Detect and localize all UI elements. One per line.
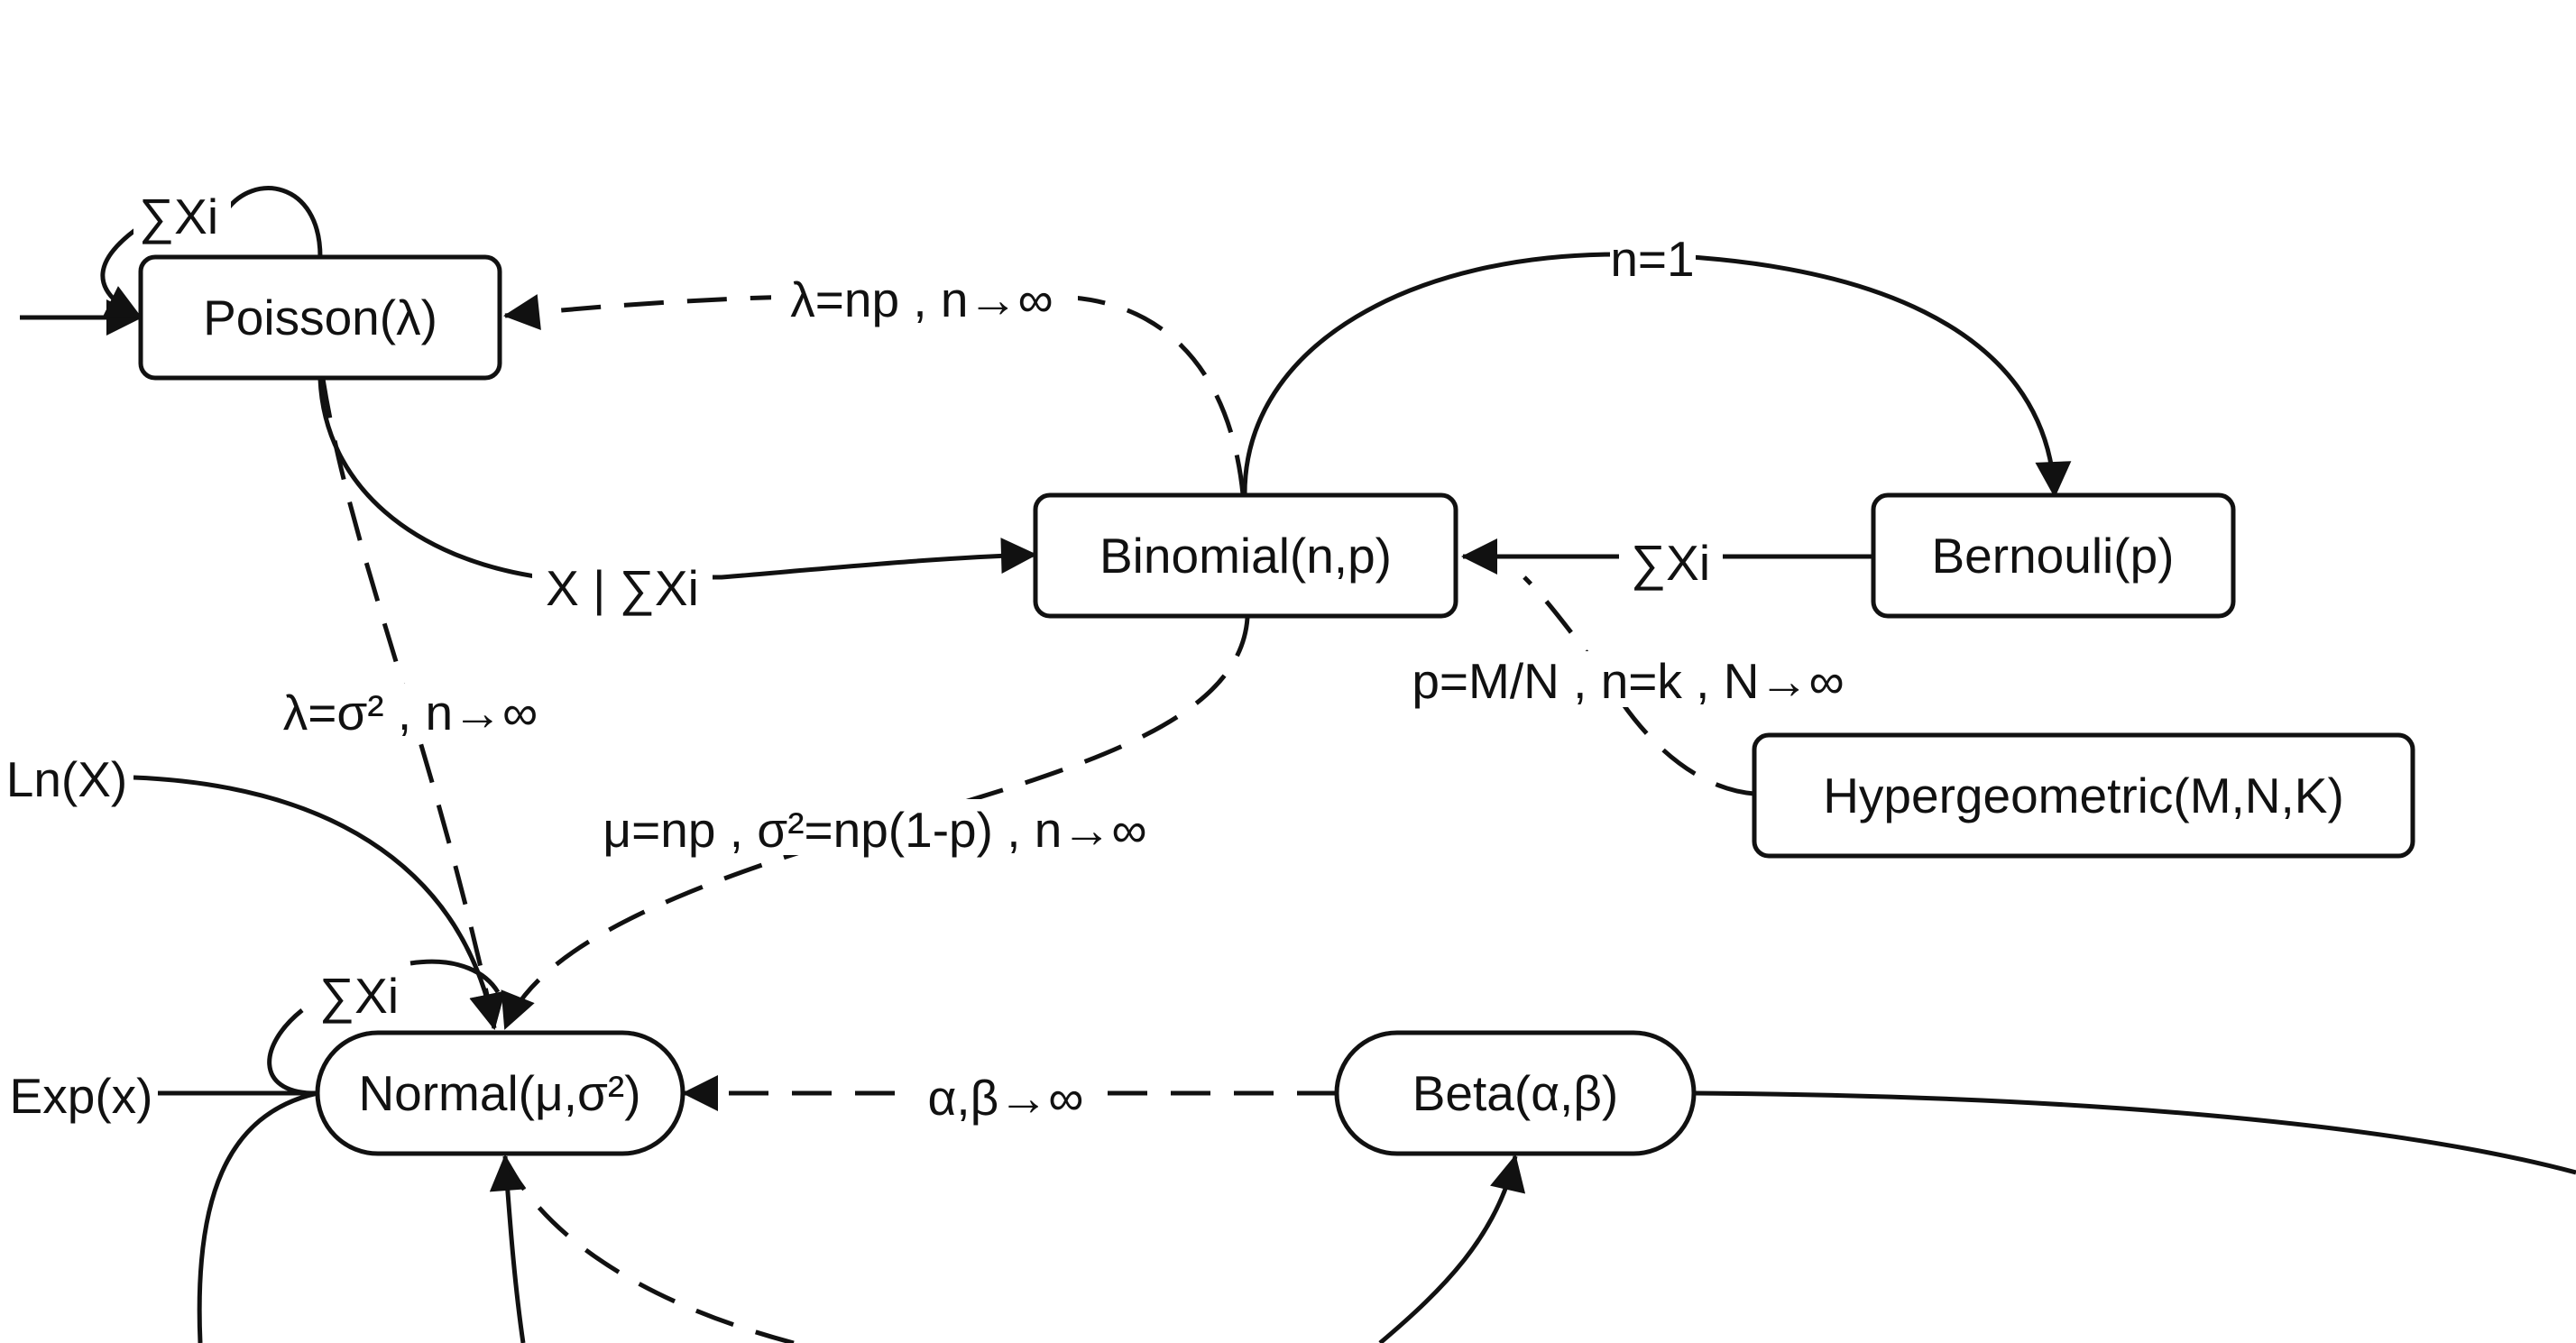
label-binomial-to-normal: μ=np , σ²=np(1-p) , n→∞: [603, 802, 1146, 858]
label-poisson-to-normal: λ=σ² , n→∞: [283, 685, 538, 740]
edge-bottom-dashed-to-normal: [502, 1157, 795, 1343]
label-normal-self-sum: ∑Xi: [319, 968, 399, 1024]
node-poisson-label: Poisson(λ): [203, 290, 437, 345]
node-poisson[interactable]: Poisson(λ): [138, 254, 502, 381]
node-hypergeometric[interactable]: Hypergeometric(M,N,K): [1752, 732, 2415, 859]
edge-beta-right-curve: [1693, 1090, 2576, 1175]
edge-poisson-self-loop: [103, 186, 323, 317]
label-beta-to-normal: α,β→∞: [928, 1070, 1084, 1126]
label-hypergeometric-to-binomial: p=M/N , n=k , N→∞: [1412, 653, 1844, 709]
node-beta-label: Beta(α,β): [1412, 1065, 1619, 1121]
label-binomial-to-bernoulli: n=1: [1610, 231, 1694, 287]
node-binomial[interactable]: Binomial(n,p): [1033, 492, 1458, 619]
edge-normal-down-left: [197, 1090, 318, 1343]
edge-bottom-to-beta: [1378, 1154, 1526, 1343]
edge-poisson-to-normal: [320, 378, 505, 1030]
edge-bottom-to-normal: [489, 1154, 526, 1343]
label-exp-to-normal: Exp(x): [10, 1068, 153, 1124]
label-lognormal-to-normal: Ln(X): [6, 751, 128, 807]
label-poisson-self-sum: ∑Xi: [139, 189, 218, 244]
label-poisson-from-binomial-limit: λ=np , n→∞: [790, 271, 1053, 327]
node-normal-label: Normal(μ,σ²): [358, 1065, 640, 1121]
edge-poisson-to-binomial: [317, 378, 1037, 580]
edge-lognormal-to-normal: [133, 775, 506, 1030]
node-hypergeometric-label: Hypergeometric(M,N,K): [1823, 768, 2344, 823]
edge-binomial-to-bernoulli: [1242, 252, 2072, 498]
edge-normal-self-loop: [267, 959, 501, 1096]
label-poisson-to-binomial-conditional: X | ∑Xi: [546, 560, 699, 616]
node-beta[interactable]: Beta(α,β): [1334, 1030, 1697, 1156]
edge-binomial-to-normal: [501, 617, 1250, 1030]
node-normal[interactable]: Normal(μ,σ²): [315, 1030, 685, 1156]
node-bernoulli-label: Bernouli(p): [1931, 528, 2174, 584]
node-binomial-label: Binomial(n,p): [1099, 528, 1392, 584]
label-bernoulli-to-binomial-sum: ∑Xi: [1631, 535, 1710, 591]
edge-hypergeometric-to-binomial: [1523, 575, 1755, 796]
node-bernoulli[interactable]: Bernouli(p): [1871, 492, 2236, 619]
